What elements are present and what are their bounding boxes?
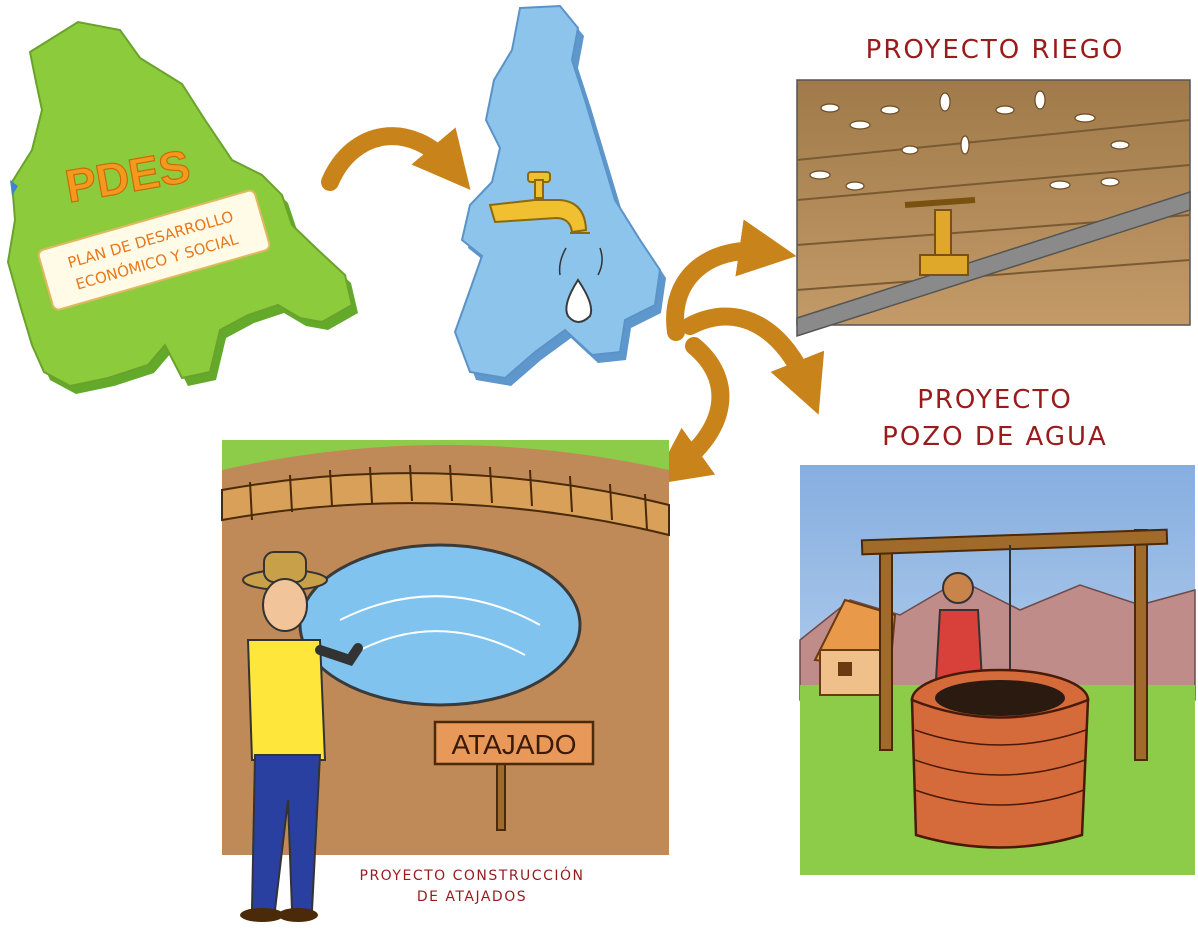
atajados-title-line2: DE ATAJADOS xyxy=(417,889,527,905)
atajado-sign-text: ATAJADO xyxy=(452,729,577,760)
well-frame xyxy=(860,528,1169,761)
farmer-figure xyxy=(240,551,363,922)
fence xyxy=(221,464,670,537)
adobe-house-icon xyxy=(813,598,897,696)
pozo-title-line1: PROYECTO xyxy=(917,385,1073,415)
water-spray xyxy=(809,90,1130,191)
water-tap-icon xyxy=(488,171,590,234)
lake-icon xyxy=(10,180,18,196)
brick-well xyxy=(910,668,1090,849)
pdes-label-box xyxy=(37,189,271,311)
pozo-title-line2: POZO DE AGUA xyxy=(882,422,1108,452)
department-map xyxy=(453,4,666,386)
water-drop-icon xyxy=(565,278,593,323)
atajado-sign: ATAJADO xyxy=(433,720,595,831)
pozo-illustration xyxy=(799,465,1196,875)
arrow-to-atajados xyxy=(651,337,730,485)
atajados-title-line1: PROYECTO CONSTRUCCIÓN xyxy=(360,866,585,884)
atajados-illustration: ATAJADO xyxy=(221,440,670,922)
arrow-bolivia-to-department xyxy=(321,127,471,191)
arrow-to-pozo xyxy=(681,307,825,415)
riego-illustration xyxy=(796,79,1191,338)
riego-title: PROYECTO RIEGO xyxy=(866,35,1125,65)
arrow-to-riego xyxy=(666,219,797,341)
irrigation-pipe xyxy=(796,190,1191,338)
sprinkler-icon xyxy=(904,197,976,276)
bolivia-map: PDES PLAN DE DESARROLLO ECONÓMICO Y SOCI… xyxy=(6,20,358,394)
